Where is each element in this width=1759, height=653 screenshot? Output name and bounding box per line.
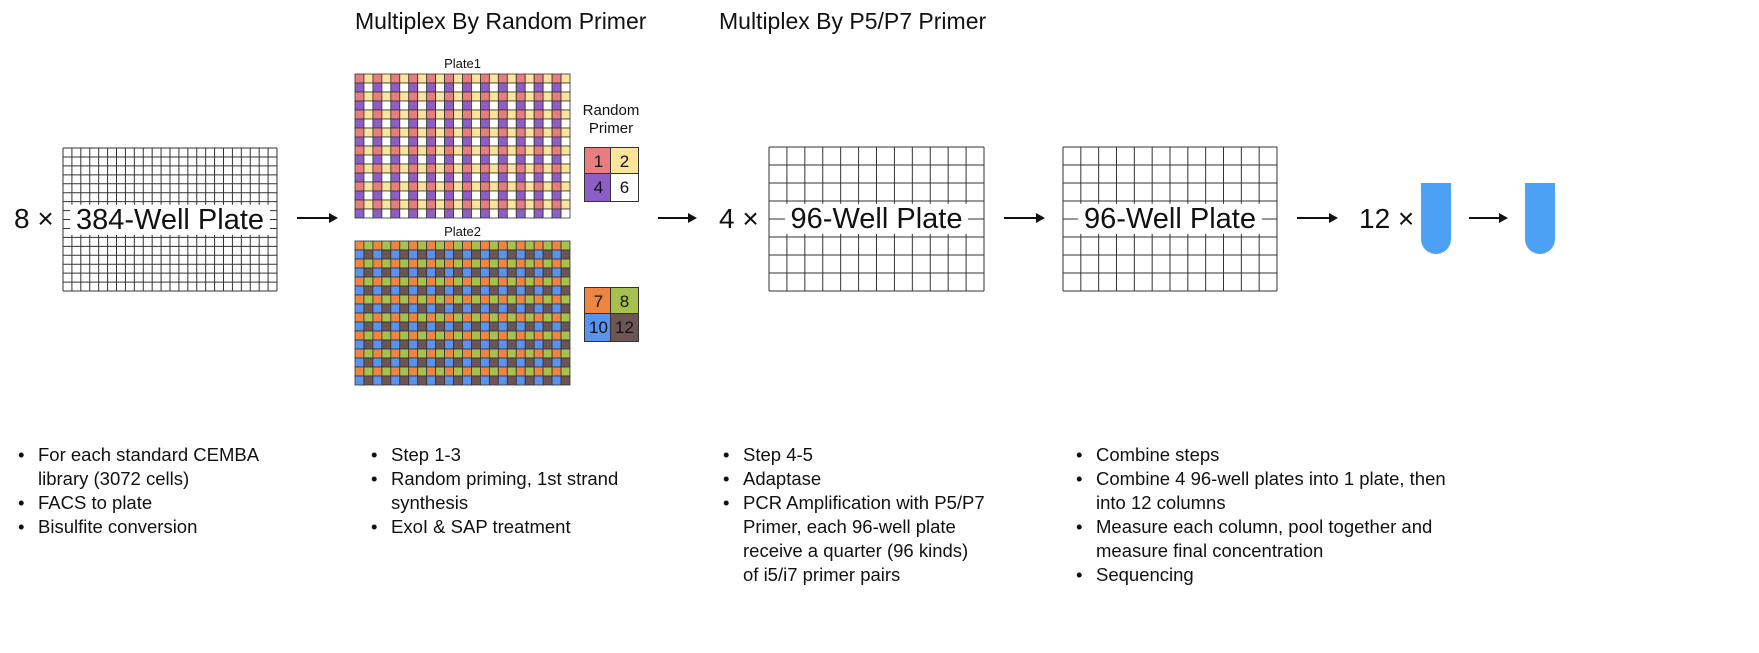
legend-swatch-4: 4: [584, 173, 613, 202]
title-p5p7-primer: Multiplex By P5/P7 Primer: [719, 8, 987, 34]
legend-swatch-1: 1: [584, 147, 613, 176]
plate-96-label-a: 96-Well Plate: [784, 203, 969, 234]
legend-swatch-6: 6: [610, 173, 639, 202]
legend-swatch-8: 8: [610, 287, 639, 316]
legend-title: Random Primer: [580, 102, 642, 138]
plate1-label: Plate1: [444, 56, 481, 71]
legend-title-line2: Primer: [588, 120, 634, 137]
plate-384-label: 384-Well Plate: [69, 204, 271, 235]
arrow-icon: [1297, 213, 1338, 223]
note-item: Sequencing: [1076, 563, 1451, 587]
arrow-icon: [1469, 213, 1508, 223]
multiplier-4x: 4 ×: [719, 203, 759, 234]
note-item: Bisulfite conversion: [18, 515, 278, 539]
legend-group-1: 1 2 4 6: [584, 147, 639, 202]
note-item: Random priming, 1st strand synthesis: [371, 467, 636, 515]
legend-group-2: 7 8 10 12: [584, 287, 639, 342]
notes-column-3: Step 4-5 Adaptase PCR Amplification with…: [723, 443, 988, 587]
note-item: Adaptase: [723, 467, 988, 491]
note-item: Step 1-3: [371, 443, 636, 467]
tube-icon: [1421, 183, 1451, 254]
note-item: Measure each column, pool together and m…: [1076, 515, 1451, 563]
plate-96-label-b: 96-Well Plate: [1078, 203, 1262, 234]
multiplier-8x: 8 ×: [14, 203, 54, 234]
plate-384-well: 384-Well Plate: [62, 147, 278, 292]
multiplier-12x: 12 ×: [1359, 203, 1415, 234]
note-item: PCR Amplification with P5/P7 Primer, eac…: [723, 491, 988, 587]
plate2-label: Plate2: [444, 224, 481, 239]
note-item: FACS to plate: [18, 491, 278, 515]
arrow-icon: [1004, 213, 1045, 223]
plate-96-well-a: 96-Well Plate: [768, 146, 985, 292]
notes-column-2: Step 1-3 Random priming, 1st strand synt…: [371, 443, 636, 539]
note-item: Combine 4 96-well plates into 1 plate, t…: [1076, 467, 1451, 515]
plate-96-well-b: 96-Well Plate: [1062, 146, 1278, 292]
arrow-icon: [297, 213, 338, 223]
legend-swatch-7: 7: [584, 287, 613, 316]
note-item: ExoI & SAP treatment: [371, 515, 636, 539]
legend-swatch-10: 10: [584, 313, 613, 342]
plate2-grid: [354, 240, 571, 386]
legend-title-line1: Random: [582, 102, 640, 119]
title-random-primer: Multiplex By Random Primer: [355, 8, 647, 34]
plate1-grid: [354, 73, 571, 219]
notes-column-1: For each standard CEMBA library (3072 ce…: [18, 443, 278, 539]
note-item: Step 4-5: [723, 443, 988, 467]
note-item: For each standard CEMBA library (3072 ce…: [18, 443, 278, 491]
legend-swatch-12: 12: [610, 313, 639, 342]
pooled-tube-icon: [1525, 183, 1555, 254]
arrow-icon: [658, 213, 697, 223]
notes-column-4: Combine steps Combine 4 96-well plates i…: [1076, 443, 1451, 587]
legend-swatch-2: 2: [610, 147, 639, 176]
note-item: Combine steps: [1076, 443, 1451, 467]
